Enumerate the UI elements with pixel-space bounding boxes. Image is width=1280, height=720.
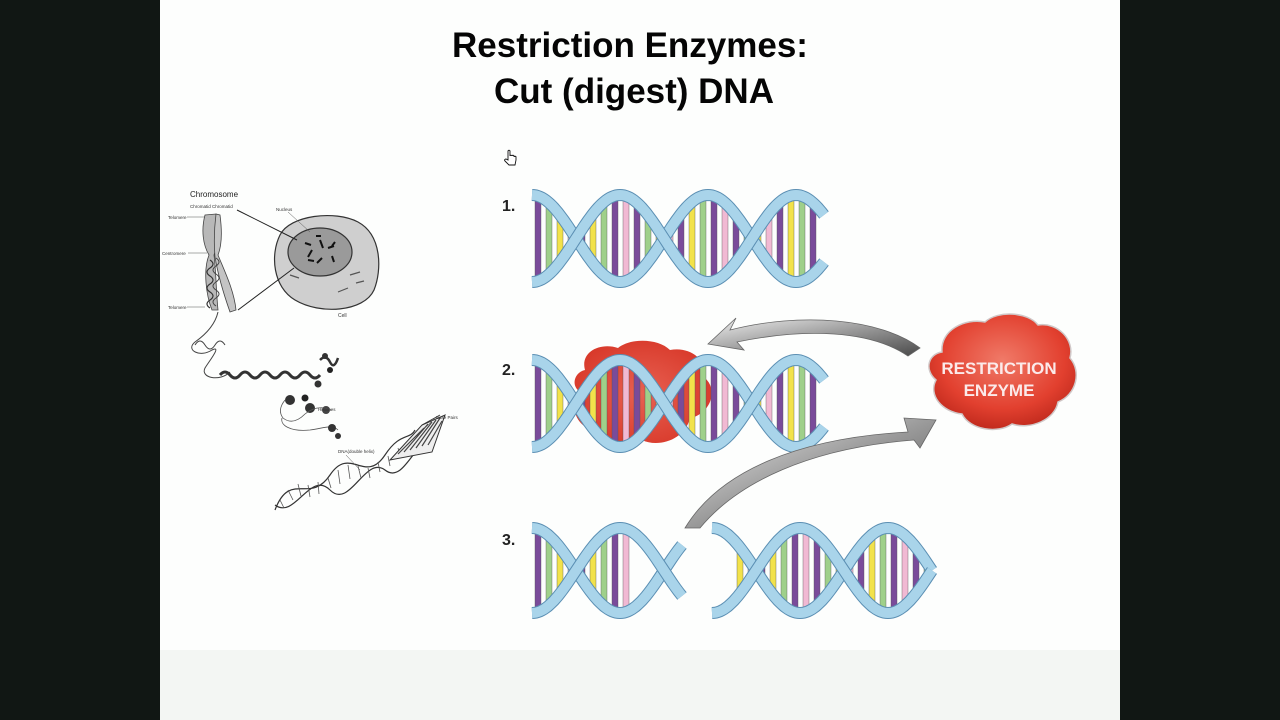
cell-label: Cell bbox=[338, 313, 347, 319]
dna-fragment-step-3-left bbox=[531, 521, 687, 620]
base-pair bbox=[710, 360, 718, 447]
dna-helix-step-2 bbox=[531, 353, 829, 454]
base-pair bbox=[776, 366, 784, 441]
base-pair bbox=[600, 201, 608, 276]
slide-title-line-1: Restriction Enzymes: bbox=[452, 26, 808, 65]
dna-strand bbox=[531, 523, 686, 619]
slide: Restriction Enzymes: Cut (digest) DNA Ch… bbox=[160, 0, 1120, 720]
base-pair bbox=[791, 528, 799, 613]
step-2-label: 2. bbox=[502, 362, 515, 379]
enzyme-label-line-2: ENZYME bbox=[964, 381, 1035, 400]
slide-title-line-2: Cut (digest) DNA bbox=[494, 72, 774, 111]
dna-double-helix-icon bbox=[274, 414, 446, 511]
diagram-canvas: Chromosome Chromatid Chromatid Telomere … bbox=[162, 149, 1077, 620]
telomere-bottom-label: Telomere bbox=[168, 305, 187, 310]
chromosome-title: Chromosome bbox=[190, 190, 239, 199]
dna-strand bbox=[531, 522, 686, 618]
telomere-top-label: Telomere bbox=[168, 215, 187, 220]
slide-footer-band bbox=[160, 650, 1120, 720]
step-3-label: 3. bbox=[502, 532, 515, 549]
nucleus-icon bbox=[287, 227, 353, 277]
chromosome-icon bbox=[202, 213, 237, 313]
base-pair bbox=[611, 360, 619, 447]
base-pair bbox=[600, 366, 608, 441]
base-pair bbox=[787, 360, 795, 447]
base-pair bbox=[798, 195, 806, 282]
dna-strand bbox=[531, 189, 828, 288]
base-pair bbox=[890, 528, 898, 613]
base-pair bbox=[611, 528, 619, 613]
base-pair bbox=[534, 360, 542, 447]
arrow-dna-to-enzyme bbox=[684, 417, 937, 529]
dna-helix-step-1 bbox=[531, 188, 829, 289]
base-pair bbox=[534, 528, 542, 613]
restriction-enzyme-blob: RESTRICTION ENZYME bbox=[928, 313, 1077, 431]
enzyme-label-line-1: RESTRICTION bbox=[941, 359, 1056, 378]
dna-fragment-step-3-right bbox=[711, 521, 937, 620]
base-pair bbox=[622, 195, 630, 282]
dna-strand bbox=[531, 354, 828, 453]
base-pair bbox=[802, 528, 810, 613]
chromatid-label: Chromatid Chromatid bbox=[190, 204, 233, 209]
base-pair bbox=[600, 534, 608, 607]
base-pair bbox=[611, 195, 619, 282]
histones-icon bbox=[280, 395, 332, 422]
hand-cursor-icon bbox=[504, 149, 517, 166]
base-pair bbox=[798, 360, 806, 447]
centromere-label: Centromere bbox=[162, 251, 186, 256]
chromosome-figure: Chromosome Chromatid Chromatid Telomere … bbox=[162, 190, 459, 511]
base-pair bbox=[699, 360, 707, 447]
base-pair bbox=[787, 195, 795, 282]
base-pair bbox=[534, 195, 542, 282]
base-pairs-label: Base Pairs bbox=[436, 415, 459, 420]
base-pair bbox=[780, 534, 788, 607]
dna-double-helix-label: DNA(double helix) bbox=[338, 449, 375, 454]
base-pair bbox=[868, 534, 876, 607]
base-pair bbox=[622, 528, 630, 613]
dna-strand bbox=[711, 522, 937, 619]
arrow-enzyme-to-dna bbox=[707, 317, 921, 357]
nucleus-label: Nucleus bbox=[276, 207, 293, 212]
dna-strand bbox=[531, 354, 828, 453]
base-pair bbox=[688, 366, 696, 441]
histones-label: Histones bbox=[318, 407, 336, 412]
base-pair bbox=[699, 195, 707, 282]
step-1-label: 1. bbox=[502, 198, 515, 215]
dna-strand bbox=[711, 522, 937, 619]
cell-icon bbox=[273, 215, 380, 310]
base-pair bbox=[776, 201, 784, 276]
base-pair bbox=[710, 195, 718, 282]
base-pair bbox=[622, 360, 630, 447]
base-pair bbox=[688, 201, 696, 276]
base-pair bbox=[879, 528, 887, 613]
dna-strand bbox=[531, 189, 828, 288]
